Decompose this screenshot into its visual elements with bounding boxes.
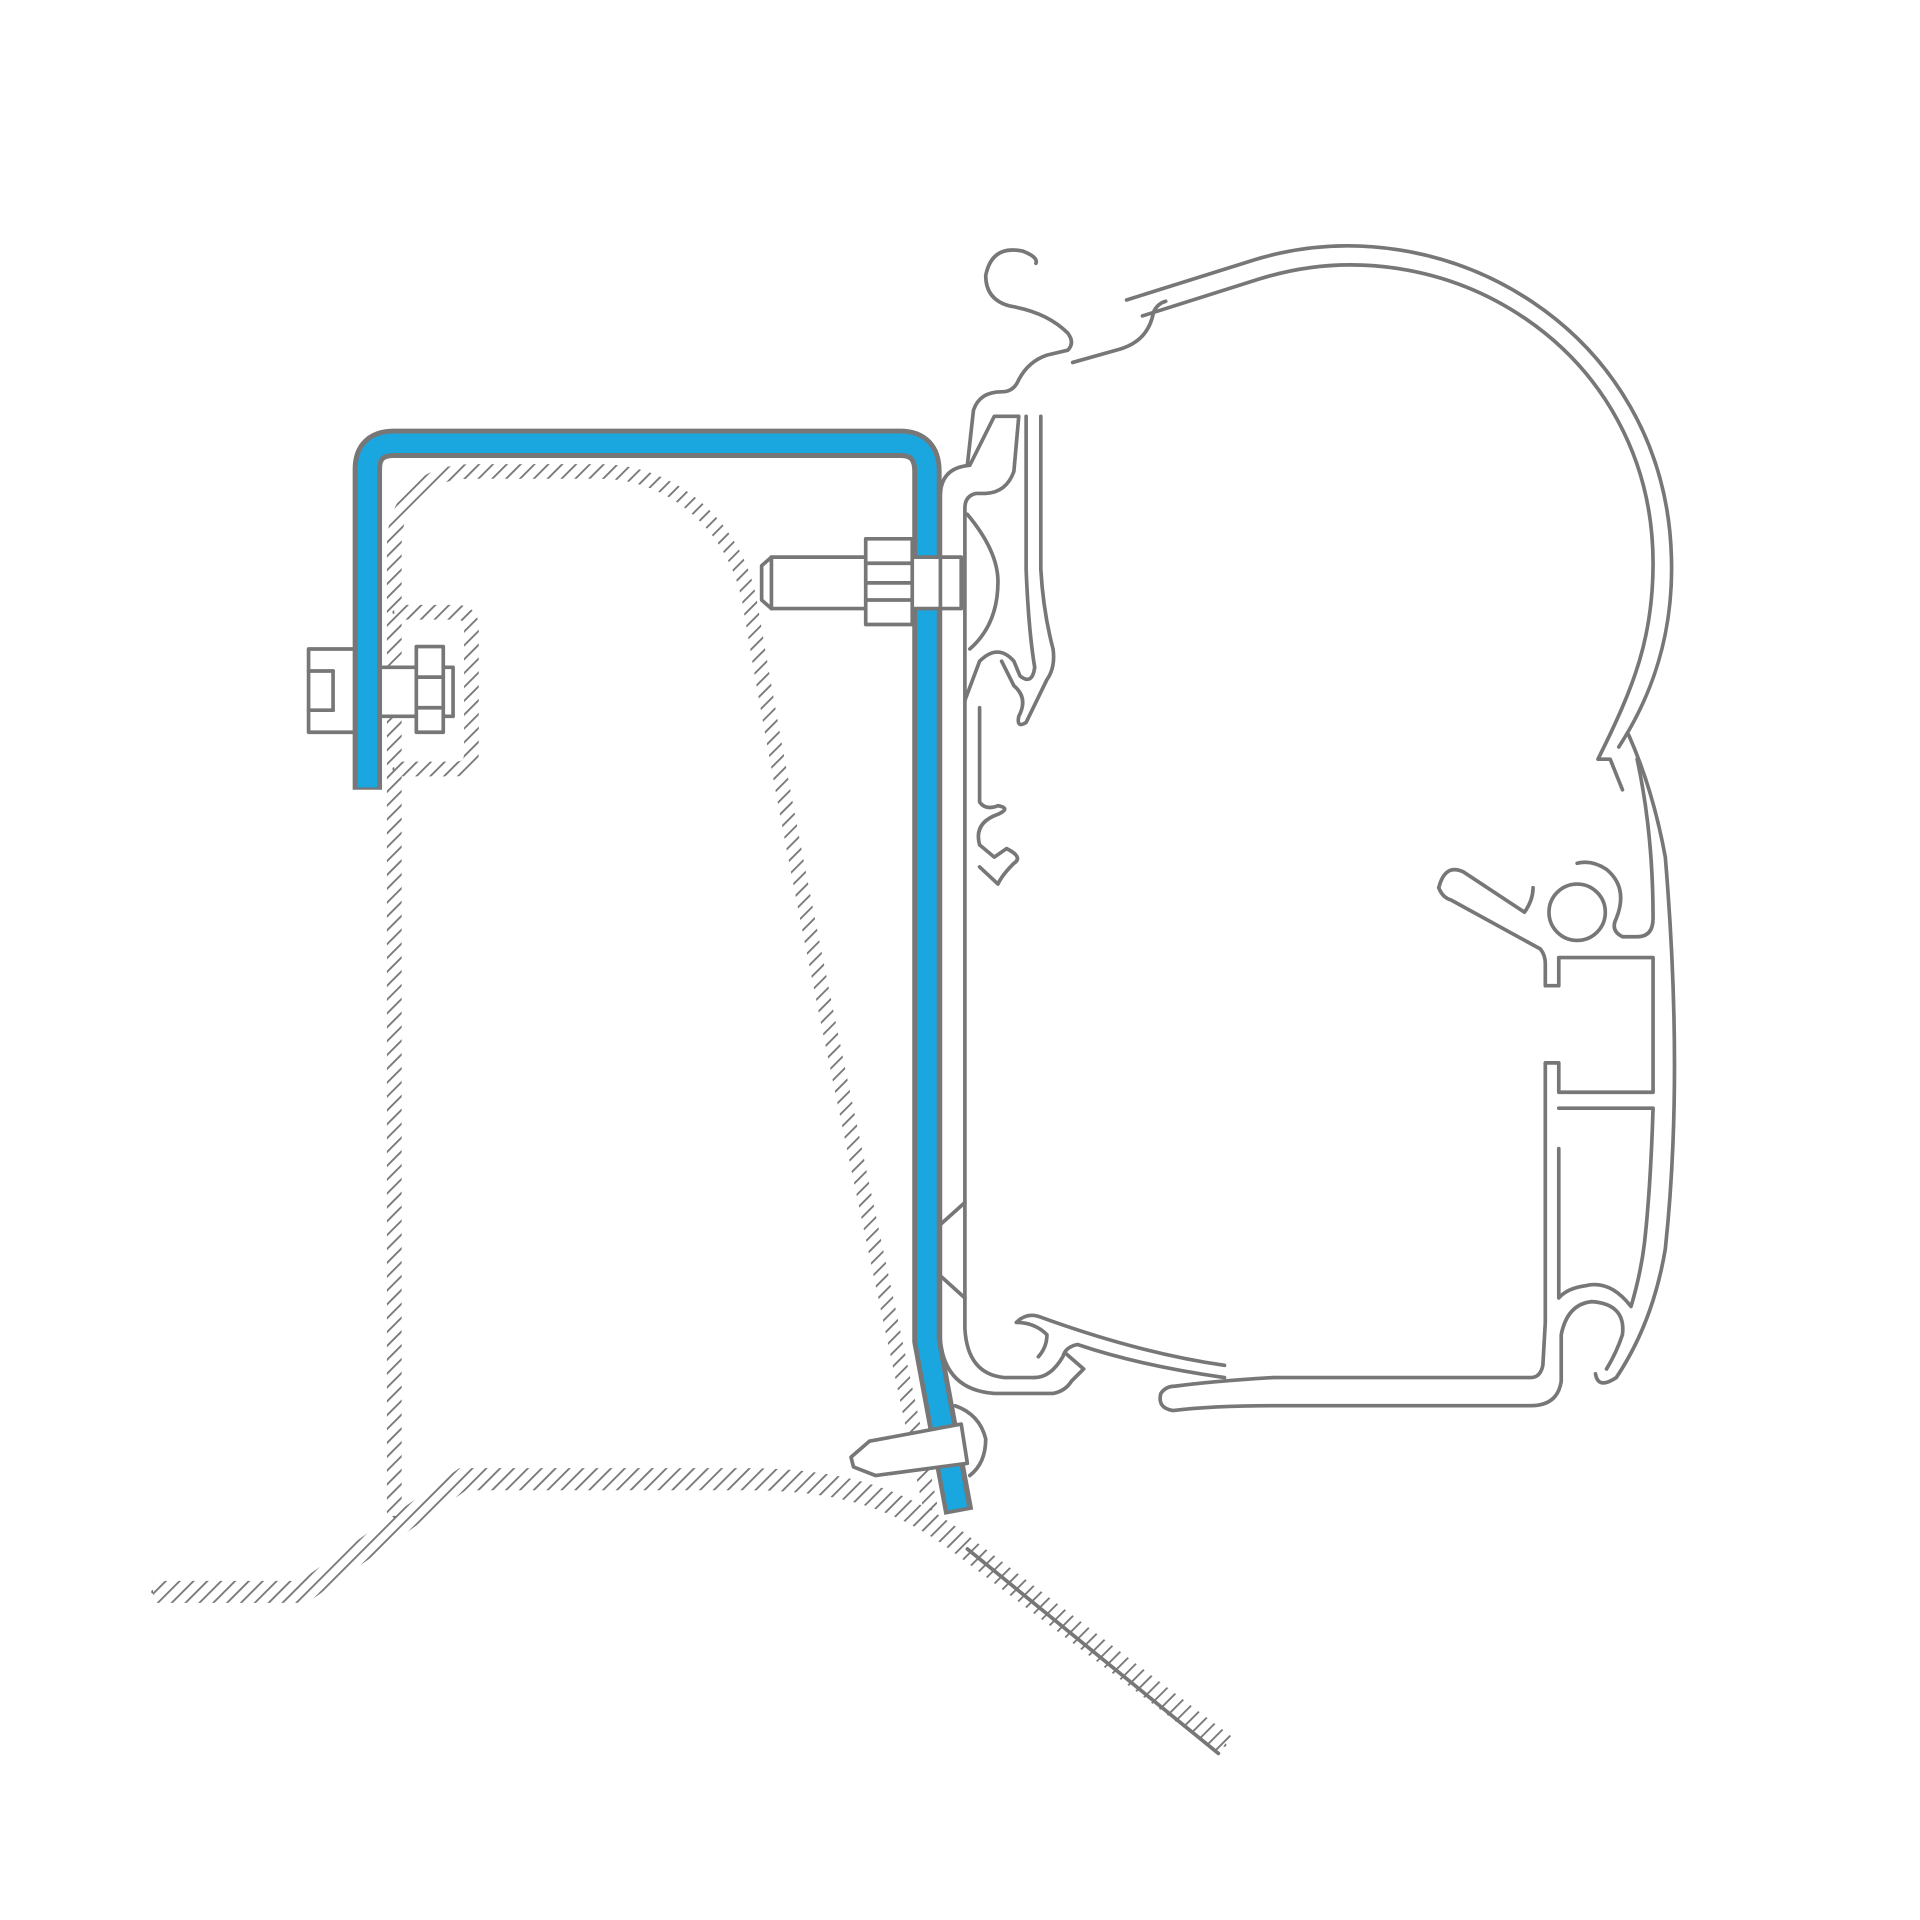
left-bolt [306, 644, 455, 735]
lower-screw [849, 1403, 988, 1478]
adapter-bracket [352, 428, 974, 1515]
upper-bolt [759, 536, 964, 627]
vehicle-wall-section [386, 464, 938, 1518]
awning-rail-profile [938, 244, 1677, 1413]
vehicle-floor-section [151, 1468, 1232, 1756]
